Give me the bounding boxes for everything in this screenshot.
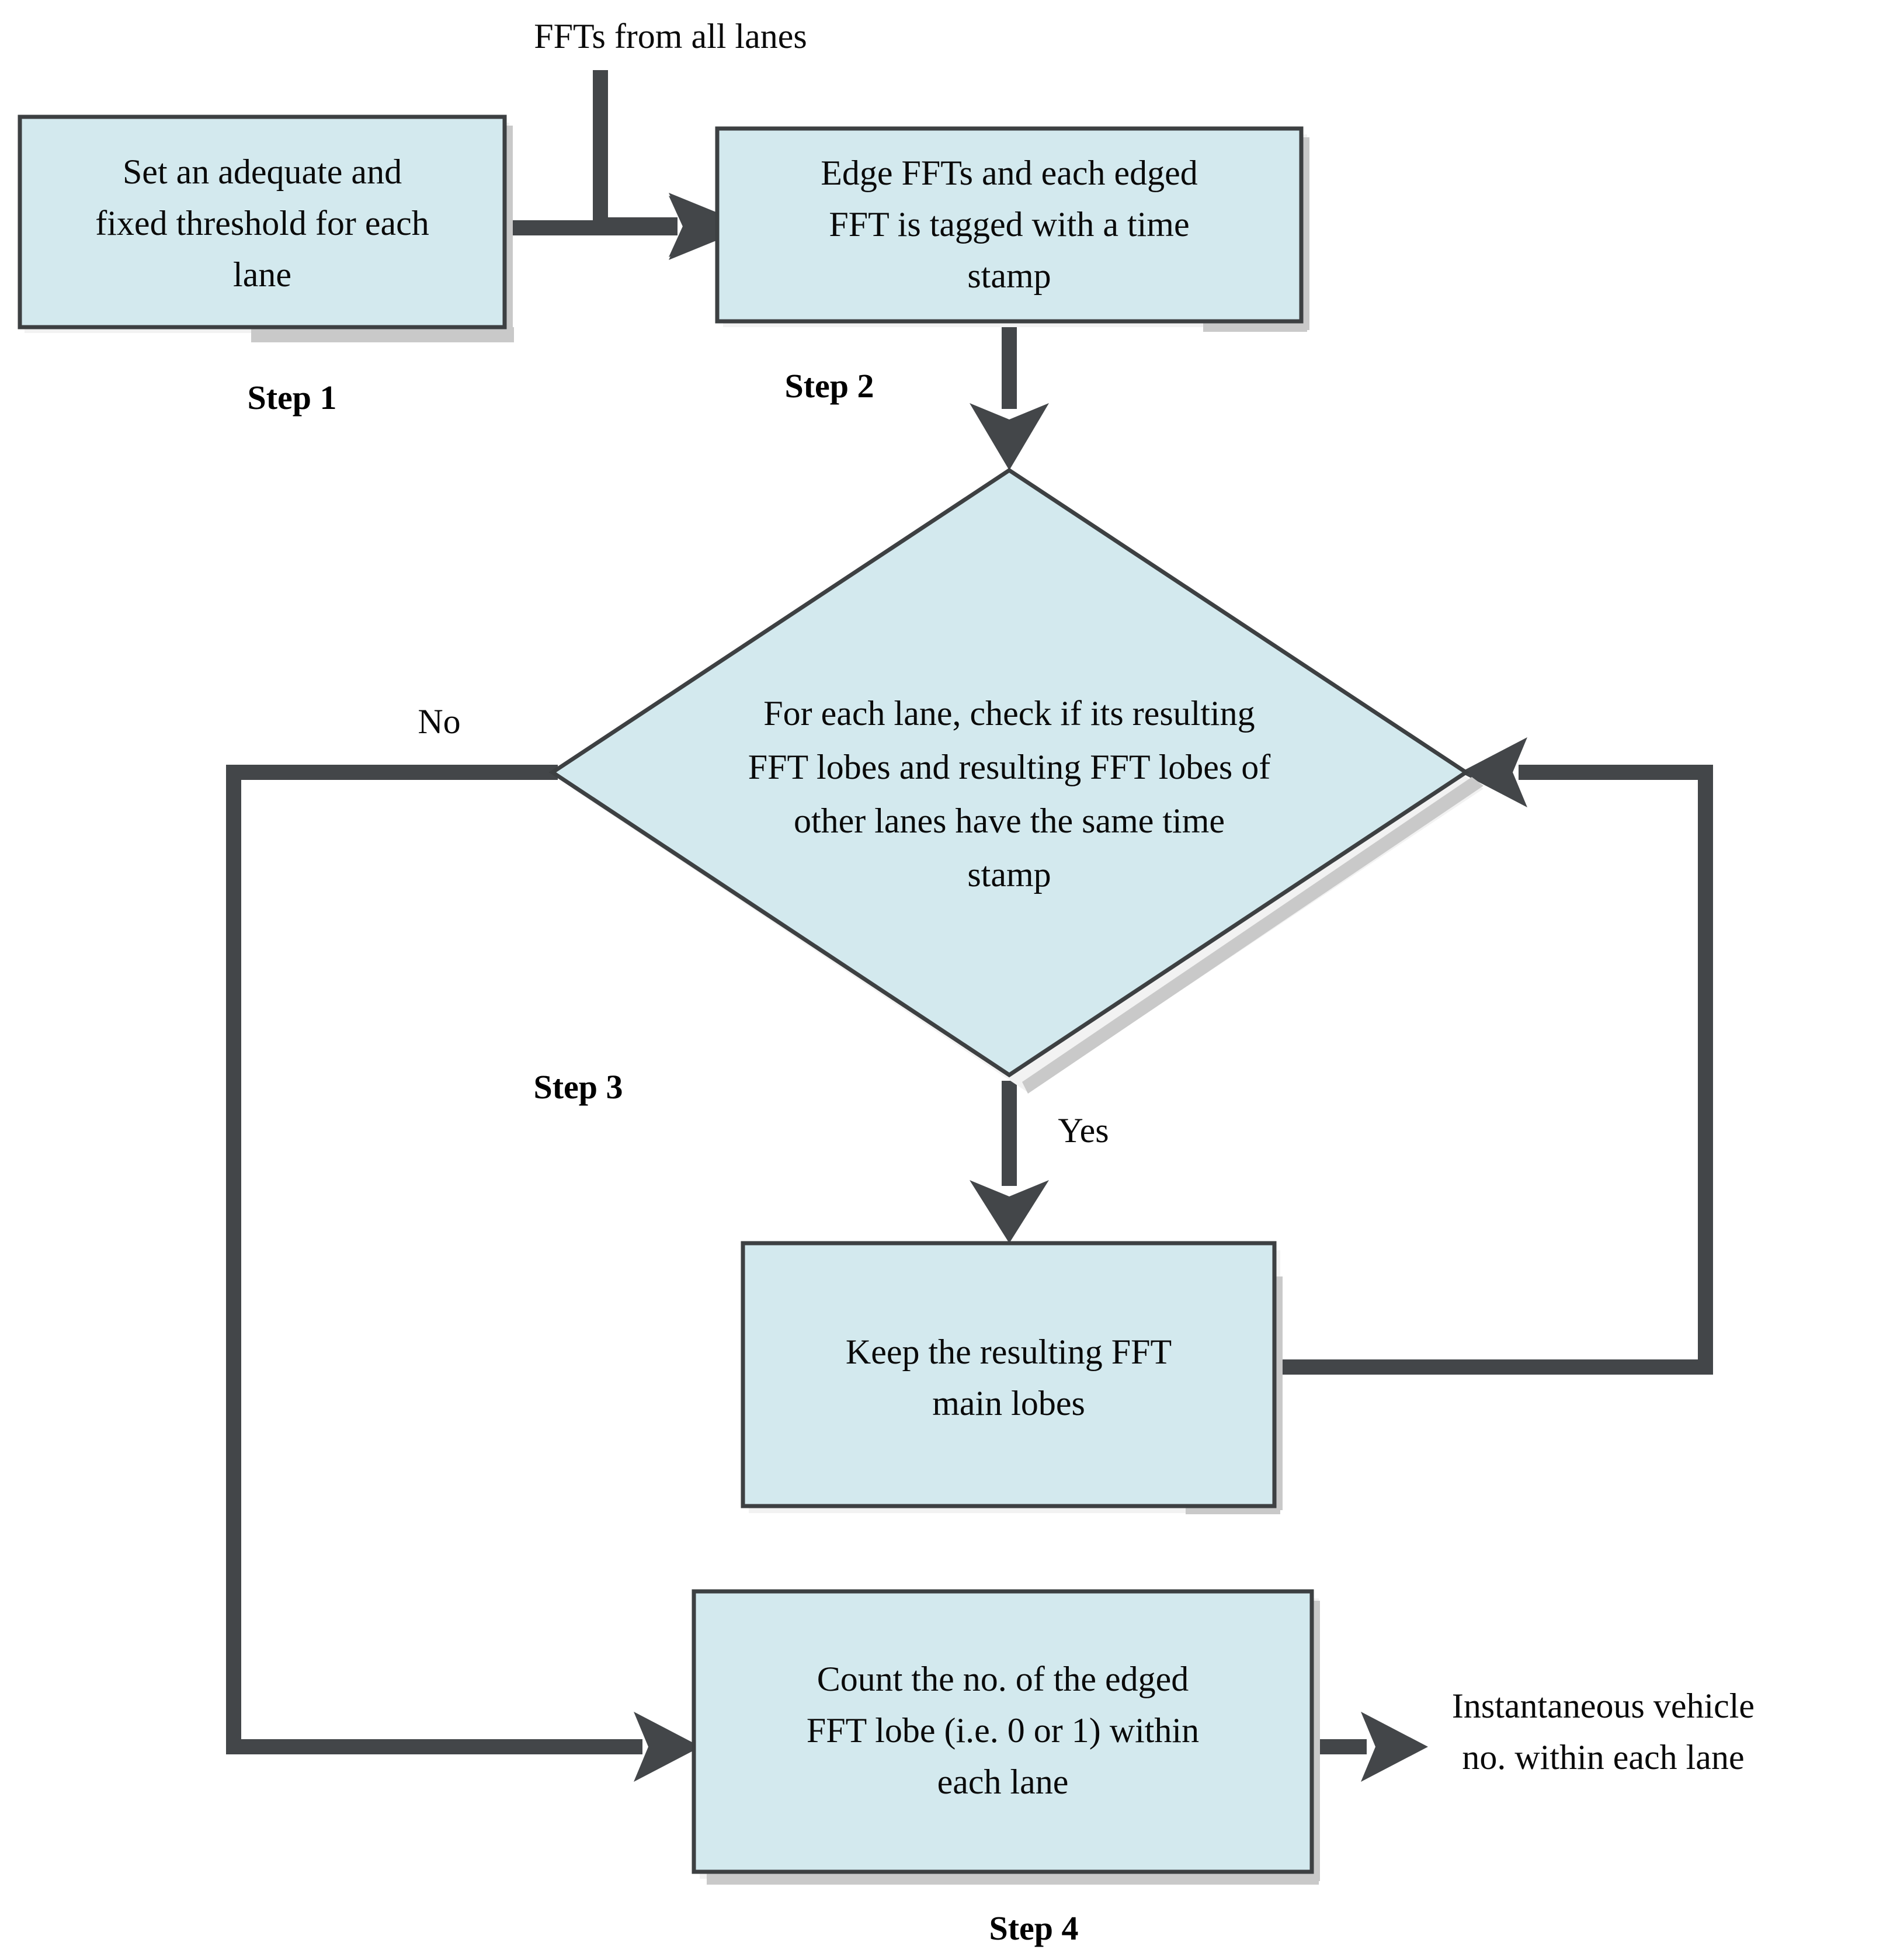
- step2-line-3: stamp: [967, 256, 1051, 295]
- node-step2[interactable]: Edge FFTs and each edged FFT is tagged w…: [715, 126, 1309, 332]
- node-step1[interactable]: Set an adequate and fixed threshold for …: [18, 115, 514, 342]
- input-label-ffts-from-all-lanes: FFTs from all lanes: [534, 17, 807, 55]
- step1-line-1: Set an adequate and: [123, 152, 402, 191]
- output-label-line-1: Instantaneous vehicle: [1452, 1687, 1755, 1725]
- connector-loop-back: [1278, 737, 1713, 1375]
- step4-line-3: each lane: [937, 1763, 1069, 1801]
- keep-lobes-rect[interactable]: [741, 1241, 1277, 1508]
- step4-line-1: Count the no. of the edged: [817, 1660, 1189, 1698]
- step4-line-2: FFT lobe (i.e. 0 or 1) within: [807, 1711, 1199, 1750]
- edge-label-yes: Yes: [1058, 1111, 1109, 1150]
- step2-line-1: Edge FFTs and each edged: [821, 154, 1198, 192]
- step2-rect[interactable]: [715, 126, 1304, 324]
- step1-rect[interactable]: [18, 115, 507, 329]
- connector-yes-branch: [970, 1081, 1049, 1243]
- keep-lobes-line-2: main lobes: [932, 1384, 1085, 1423]
- step3-line-4: stamp: [967, 855, 1051, 894]
- step3-line-1: For each lane, check if its resulting: [763, 694, 1255, 733]
- connector-step1-to-step2: [511, 196, 748, 260]
- step1-line-2: fixed threshold for each: [95, 204, 429, 242]
- step4-step-label: Step 4: [989, 1909, 1078, 1947]
- step3-line-3: other lanes have the same time: [794, 802, 1225, 840]
- step2-step-label: Step 2: [784, 367, 874, 405]
- step4-rect[interactable]: [692, 1589, 1314, 1874]
- step2-line-2: FFT is tagged with a time: [829, 205, 1189, 244]
- node-step4[interactable]: Count the no. of the edged FFT lobe (i.e…: [692, 1589, 1320, 1885]
- keep-lobes-line-1: Keep the resulting FFT: [846, 1333, 1172, 1371]
- node-keep-lobes[interactable]: Keep the resulting FFT main lobes: [741, 1241, 1283, 1514]
- output-label-line-2: no. within each lane: [1462, 1738, 1744, 1777]
- edge-label-no: No: [418, 702, 460, 741]
- connector-step2-to-step3: [970, 327, 1049, 470]
- step3-line-2: FFT lobes and resulting FFT lobes of: [748, 748, 1271, 786]
- node-step3-decision[interactable]: For each lane, check if its resulting FF…: [548, 467, 1484, 1094]
- step3-diamond[interactable]: [548, 467, 1470, 1078]
- step1-line-3: lane: [233, 255, 291, 294]
- step1-step-label: Step 1: [247, 379, 336, 417]
- step3-step-label: Step 3: [533, 1068, 623, 1106]
- connector-step4-to-output: [1312, 1712, 1428, 1782]
- connector-no-branch: [226, 765, 701, 1782]
